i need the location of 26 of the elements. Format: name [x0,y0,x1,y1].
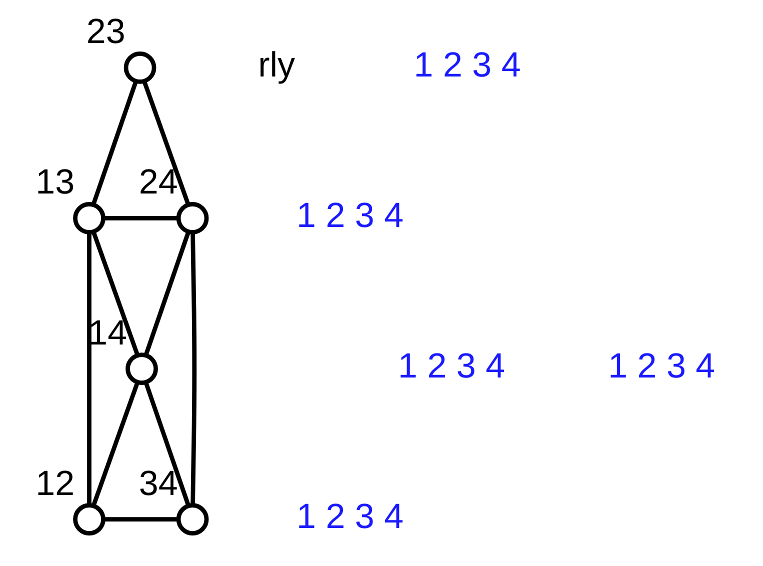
node-circle [72,202,105,234]
node-label: 34 [138,464,178,503]
connector [103,216,178,220]
node-circle [176,503,208,536]
connector [90,80,138,206]
connector [142,80,190,206]
label: 1 2 3 4 [296,497,404,536]
label: 1 2 3 4 [398,346,505,386]
node-label: 24 [138,162,178,202]
connector [103,517,178,522]
label: 1 2 3 4 [296,196,404,235]
node-label: 23 [86,12,125,52]
node-circle [176,202,208,234]
connector [143,231,190,356]
node-circle [72,503,105,536]
connector [190,232,196,506]
connector [86,232,91,506]
connector [90,382,140,506]
node-circle [123,52,156,84]
connector [143,382,190,506]
label: 1 2 3 4 [608,346,715,386]
label: 1 2 3 4 [413,45,520,84]
node-label: 12 [35,464,74,503]
node-label: 13 [35,162,74,202]
label: rly [258,45,295,84]
node-circle [125,352,158,385]
